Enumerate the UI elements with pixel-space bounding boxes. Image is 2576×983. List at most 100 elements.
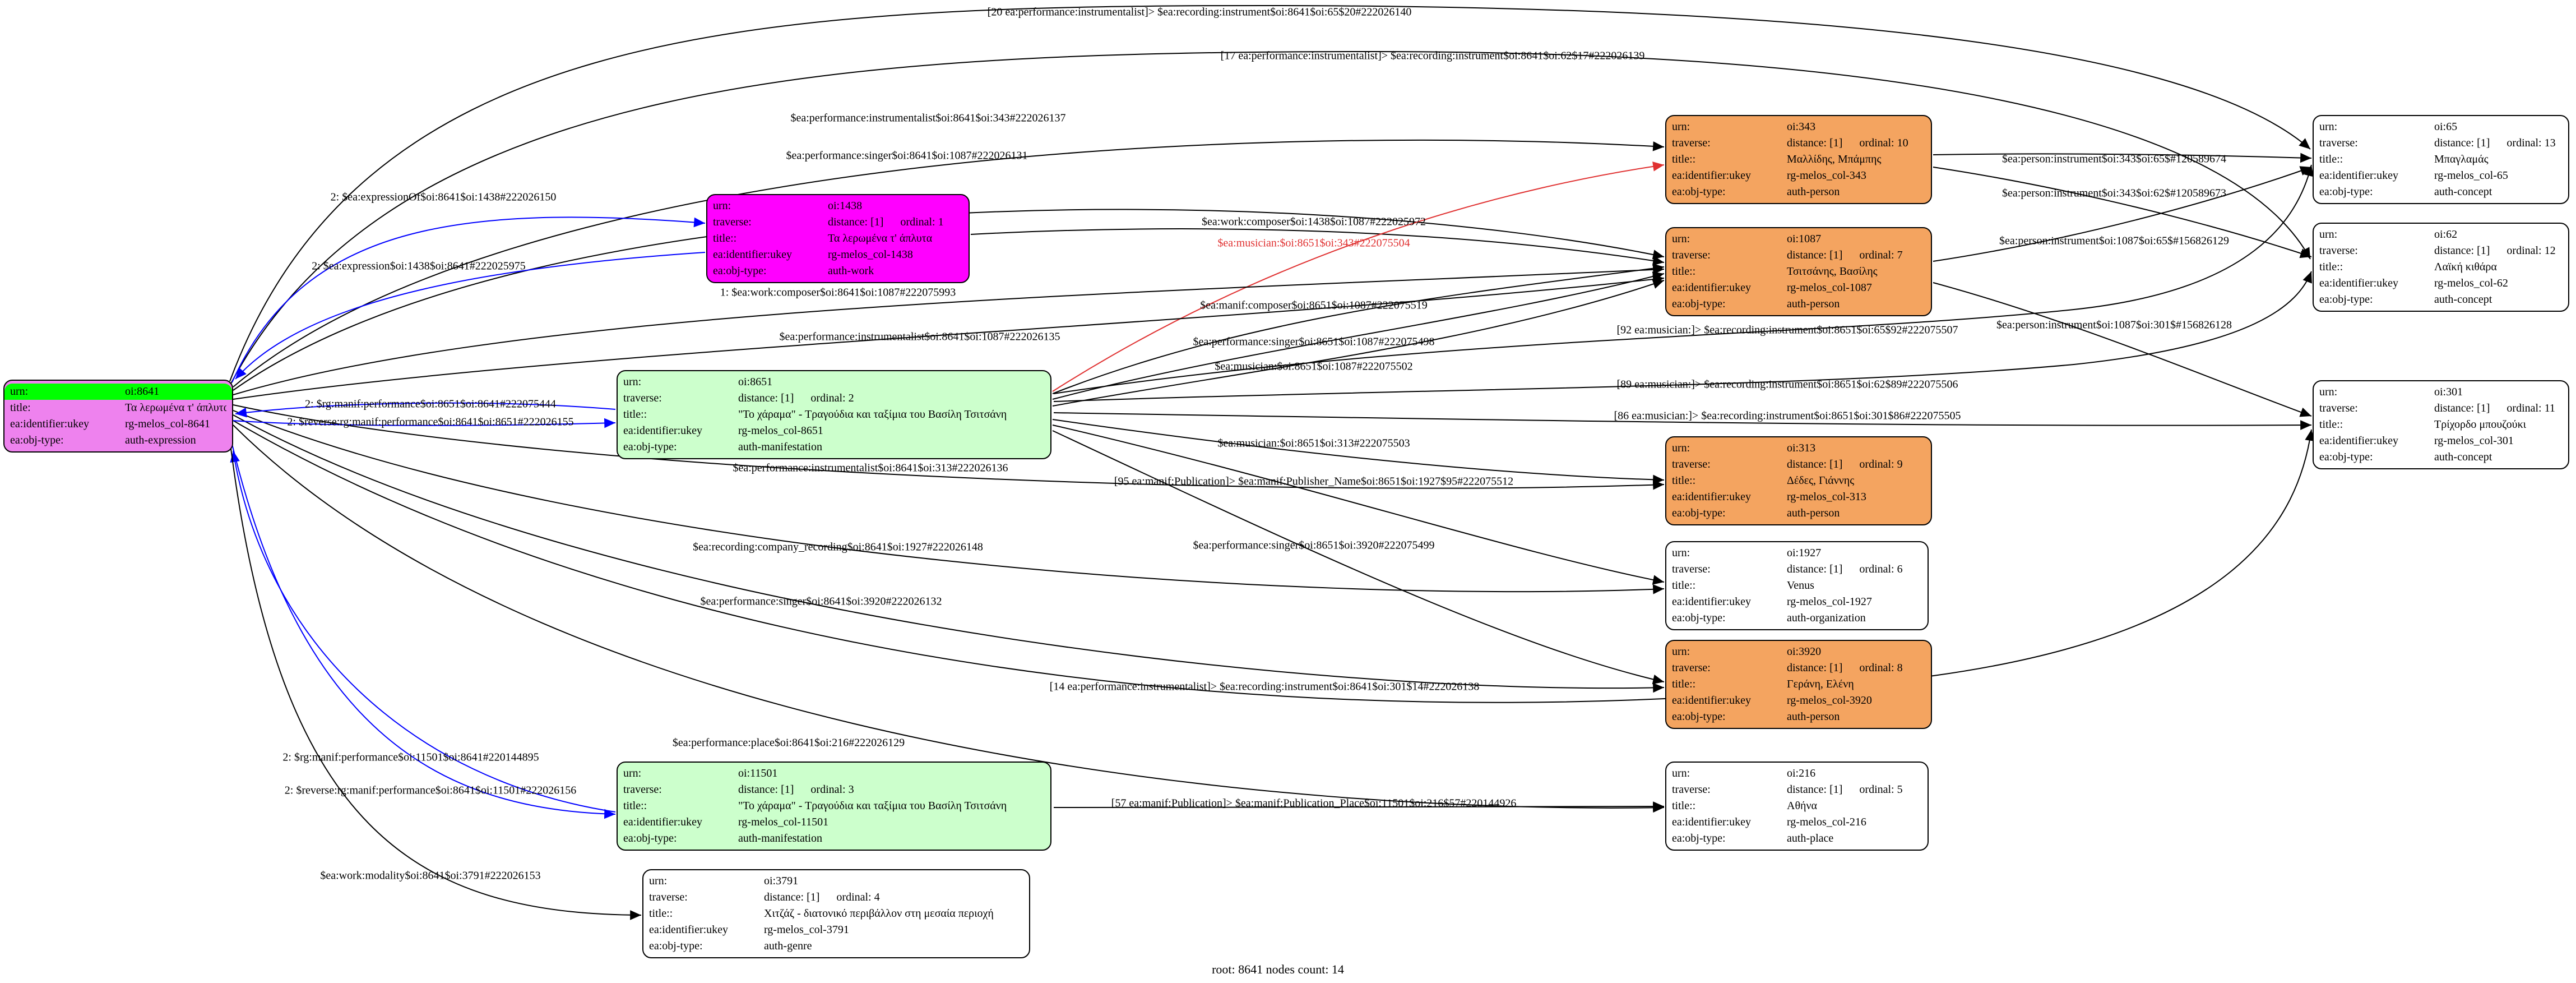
node-row: ea:obj-type:auth-organization (1666, 610, 1928, 626)
field-value: rg-melos_col-216 (1787, 816, 1866, 828)
node-row: title::Γεράνη, Ελένη (1666, 676, 1931, 693)
field-value: rg-melos_col-1438 (828, 248, 913, 261)
field-key: ea:obj-type: (1672, 710, 1726, 723)
node-row: traverse:distance: [1] ordinal: 12 (2314, 243, 2568, 259)
field-value: auth-genre (764, 940, 812, 952)
node-row: urn:oi:216 (1666, 765, 1928, 782)
node-row: traverse:distance: [1] ordinal: 2 (618, 390, 1050, 407)
node-row: ea:obj-type:auth-person (1666, 184, 1931, 200)
field-key: traverse: (2319, 402, 2358, 414)
field-key: ea:identifier:ukey (2319, 435, 2399, 447)
field-value: rg-melos_col-343 (1787, 169, 1866, 182)
field-value: "Το χάραμα" - Τραγούδια και ταξίμια του … (738, 800, 1007, 812)
node-row: urn:oi:1927 (1666, 545, 1928, 561)
field-value: auth-person (1787, 298, 1840, 310)
edge-mc-8651-1087 (1052, 263, 1665, 394)
field-key: urn: (1672, 645, 1690, 658)
node-row: urn:oi:8641 (4, 384, 232, 400)
node-row: ea:obj-type:auth-concept (2314, 449, 2568, 465)
field-key: ea:obj-type: (1672, 298, 1726, 310)
node-row: ea:obj-type:auth-place (1666, 830, 1928, 847)
edge-ps-8651-1087 (1052, 271, 1665, 400)
edge-ri-8641-62 (230, 50, 2311, 384)
edge-ps-8641-3920 (233, 414, 1665, 693)
field-value: rg-melos_col-8651 (738, 424, 823, 437)
node-row: traverse:distance: [1] ordinal: 8 (1666, 660, 1931, 676)
field-key: traverse: (2319, 244, 2358, 257)
node-row: ea:obj-type:auth-person (1666, 709, 1931, 725)
edge-wm-8641-3791 (230, 448, 642, 920)
node-row: ea:obj-type: auth-genre (643, 938, 1029, 954)
field-key: title: (10, 401, 31, 414)
node-row: ea:identifier:ukey rg-melos_col-301 (2314, 433, 2568, 449)
field-key: ea:identifier:ukey (1672, 491, 1752, 503)
field-key: ea:obj-type: (1672, 186, 1726, 198)
field-value: rg-melos_col-301 (2434, 435, 2514, 447)
field-value: distance: [1] ordinal: 9 (1787, 458, 1903, 470)
edge-mu-8651-1087 (1052, 279, 1665, 407)
edge-exof-8641-1438 (231, 216, 706, 383)
node-row: traverse:distance: [1] ordinal: 7 (1666, 247, 1931, 264)
field-key: traverse: (623, 392, 662, 404)
field-value: auth-person (1787, 507, 1840, 519)
field-key: ea:identifier:ukey (1672, 816, 1752, 828)
field-key: urn: (649, 875, 668, 887)
field-value: rg-melos_col-3920 (1787, 694, 1872, 707)
field-value: oi:1927 (1787, 547, 1822, 559)
edge-persi-343-65 (1933, 153, 2312, 163)
field-key: ea:obj-type: (10, 434, 64, 446)
node-row: title::Τρίχορδο μπουζούκι (2314, 417, 2568, 433)
edge-ri-8641-301 (233, 420, 2315, 703)
field-key: ea:obj-type: (2319, 451, 2373, 463)
field-key: traverse: (1672, 563, 1711, 575)
field-key: urn: (713, 200, 731, 212)
edge-pi-8641-313 (233, 404, 1665, 490)
field-value: distance: [1] ordinal: 3 (738, 783, 854, 796)
edge-pn-8651-1927 (1052, 424, 1665, 585)
field-key: urn: (10, 385, 29, 398)
field-value: auth-concept (2434, 293, 2492, 306)
field-value: rg-melos_col-3791 (764, 924, 849, 936)
field-key: ea:identifier:ukey (2319, 169, 2399, 182)
node-row: traverse:distance: [1] ordinal: 9 (1666, 456, 1931, 473)
field-value: Γεράνη, Ελένη (1787, 678, 1854, 690)
node-row: urn:oi:65 (2314, 119, 2568, 135)
field-value: oi:216 (1787, 767, 1816, 779)
field-key: ea:obj-type: (1672, 832, 1726, 844)
edge-persi-1087-301 (1933, 282, 2312, 417)
node-row: urn:oi:301 (2314, 384, 2568, 400)
node-row: title::Venus (1666, 578, 1928, 594)
node-row: traverse:distance: [1] ordinal: 4 (643, 889, 1029, 906)
field-value: rg-melos_col-313 (1787, 491, 1866, 503)
field-key: ea:identifier:ukey (623, 816, 703, 828)
edge-persi-1087-65 (1933, 166, 2312, 262)
field-value: oi:65 (2434, 121, 2458, 133)
field-key: ea:obj-type: (649, 940, 703, 952)
field-value: Αθήνα (1787, 800, 1818, 812)
field-key: urn: (1672, 442, 1690, 454)
node-row: title::Τα λερωμένα τ' άπλυτα (707, 230, 969, 247)
node-row: title::Λαϊκή κιθάρα (2314, 259, 2568, 275)
